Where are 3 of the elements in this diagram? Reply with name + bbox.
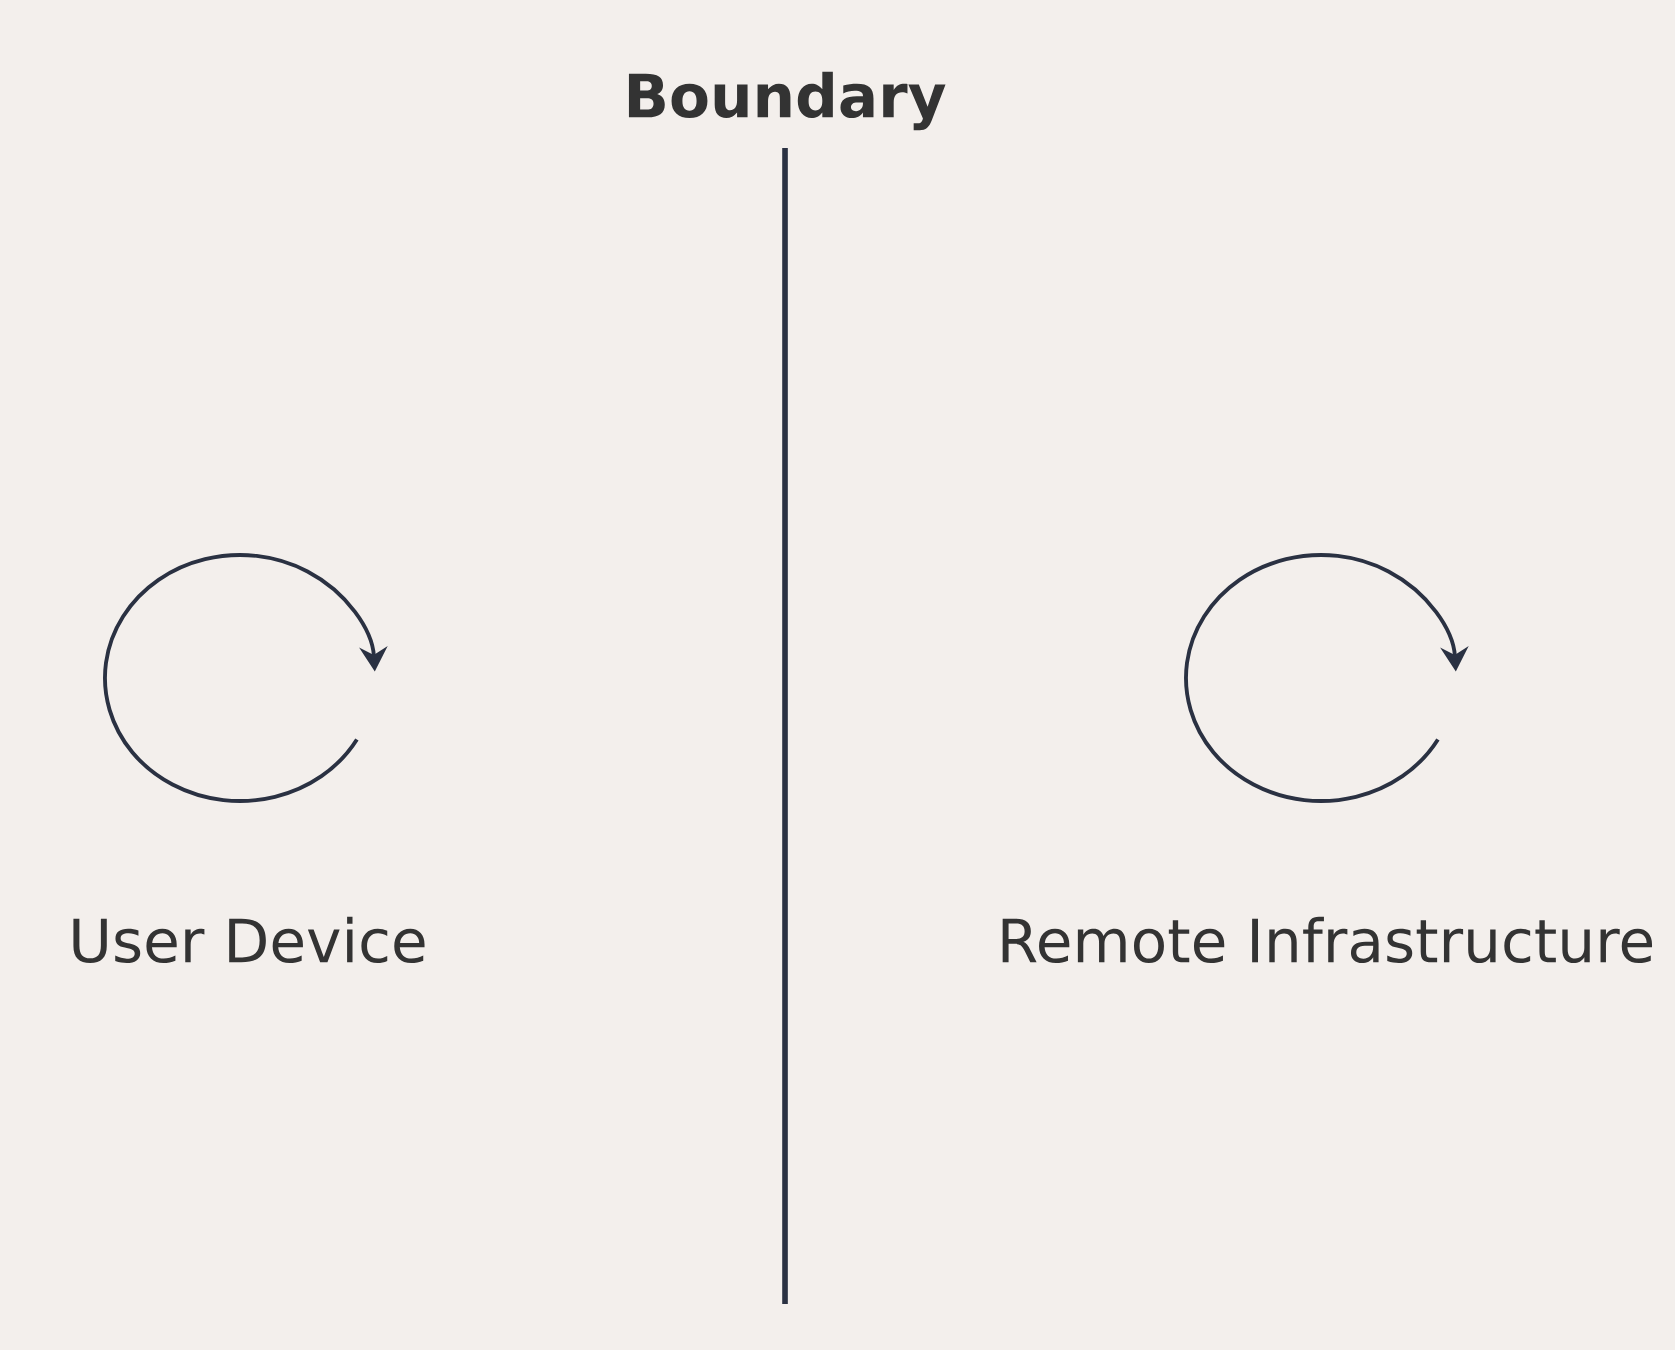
text-label: Boundary — [628, 71, 946, 131]
text-label: Remote Infrastructure — [1002, 916, 1652, 964]
text-label: User Device — [73, 916, 425, 964]
